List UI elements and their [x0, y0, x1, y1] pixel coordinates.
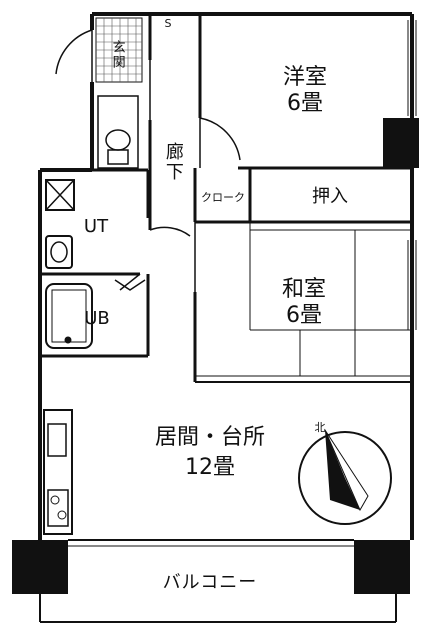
storage-closet-name: 押入 — [312, 186, 348, 207]
western-room-name: 洋室 — [282, 65, 327, 90]
entrance-tiles — [96, 18, 142, 82]
living-kitchen-name: 居間・台所 — [154, 425, 265, 450]
compass-needle — [325, 430, 360, 510]
compass — [298, 429, 392, 525]
balcony-rail — [39, 539, 397, 623]
unit-bath-name: UB — [84, 308, 110, 329]
balcony-pillar-left — [12, 540, 68, 594]
cloak-name: クローク — [201, 191, 245, 204]
entrance-name: 玄関 — [109, 40, 125, 70]
door-swings — [55, 29, 241, 292]
compass-circle — [298, 431, 392, 525]
balcony-pillar-right — [354, 540, 410, 594]
japanese-room-size: 6畳 — [286, 303, 322, 328]
hallway-name: 廊下 — [162, 142, 184, 182]
compass-label: 北 — [314, 421, 326, 434]
western-room-size: 6畳 — [287, 91, 323, 116]
windows — [407, 20, 417, 330]
shoe-box-label: S — [164, 17, 172, 30]
living-kitchen-size: 12畳 — [185, 455, 235, 480]
interior-walls — [40, 14, 412, 383]
kitchen-counter — [43, 409, 73, 535]
utility-name: UT — [83, 216, 109, 237]
balcony-name: バルコニー — [162, 572, 258, 593]
structural-column — [383, 118, 419, 168]
japanese-room-name: 和室 — [281, 277, 326, 302]
